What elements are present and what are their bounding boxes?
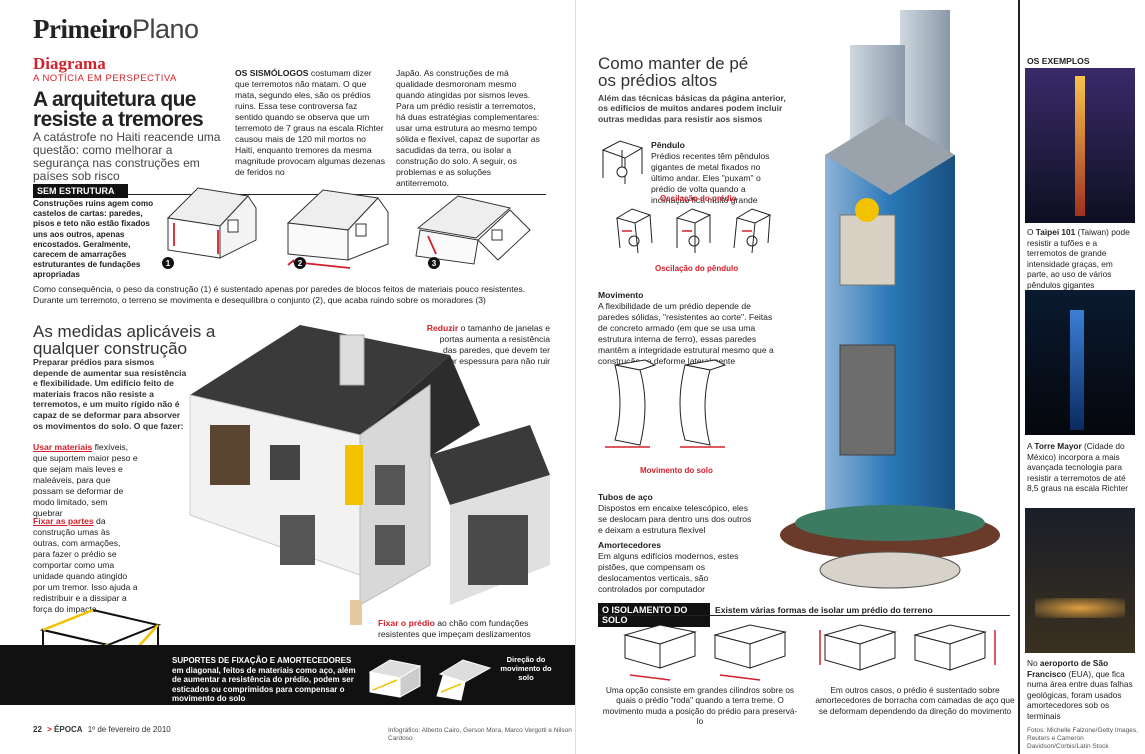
annot-usar: Usar materiais flexíveis, que suportem m… xyxy=(33,442,138,519)
osc-predio-label: Oscilação do prédio xyxy=(660,194,737,203)
tubos-block: Tubos de aço Dispostos em encaixe telesc… xyxy=(598,492,758,536)
medidas-title-line1: As medidas aplicáveis a xyxy=(33,322,216,341)
headline-lead: A catástrofe no Haiti reacende uma quest… xyxy=(33,130,221,183)
section-light: Plano xyxy=(131,14,199,44)
annot-fixar-text: da construção umas às outras, com armaçõ… xyxy=(33,516,138,614)
sidebar-rule xyxy=(1018,0,1020,754)
consequence-text: Como consequência, o peso da construção … xyxy=(33,284,526,305)
caption-torre-pre: A xyxy=(1027,441,1035,451)
pendulum-icon xyxy=(601,140,644,184)
collapse-sequence-illustration: 1 2 3 xyxy=(162,187,531,269)
infographic-credits: Infográfico: Alberto Cairo, Gerson Mora,… xyxy=(388,727,572,742)
issue-date: 1º de fevereiro de 2010 xyxy=(87,725,171,734)
step-1: 1 xyxy=(166,259,171,268)
caption-taipei-pre: O xyxy=(1027,227,1036,237)
annot-reduzir: Reduzir o tamanho de janelas e portas au… xyxy=(425,323,550,367)
section-bold: Primeiro xyxy=(33,14,132,44)
page-number: 22 xyxy=(33,725,42,734)
shear-wall-diagram xyxy=(605,359,727,448)
annot-fixar-predio: Fixar o prédio ao chão com fundações res… xyxy=(378,618,553,640)
osc-pendulo-label: Oscilação do pêndulo xyxy=(655,264,739,273)
isol-cap1: Uma opção consiste em grandes cilindros … xyxy=(602,685,798,727)
oscillation-diagram xyxy=(615,208,772,254)
amort-block: Amortecedores Em alguns edifícios modern… xyxy=(598,540,743,595)
amort-text: Em alguns edifícios modernos, estes pist… xyxy=(598,551,739,594)
caption-torre-text: (Cidade do México) incorpora a mais avan… xyxy=(1027,441,1129,493)
sem-estrutura-text: Construções ruins agem como castelos de … xyxy=(33,199,154,280)
caption-torre-name: Torre Mayor xyxy=(1034,441,1082,451)
suportes-illustration xyxy=(368,659,492,701)
caption-sao-francisco: No aeroporto de São Francisco (EUA), que… xyxy=(1027,658,1135,721)
annot-reduzir-text: o tamanho de janelas e portas aumenta a … xyxy=(435,323,550,366)
step-3: 3 xyxy=(432,259,437,268)
sem-estrutura-bar: SEM ESTRUTURA xyxy=(33,184,128,198)
publication-name: ÉPOCA xyxy=(54,725,83,734)
annot-usar-text: flexíveis, que suportem maior peso e que… xyxy=(33,442,138,518)
isolation-diagram xyxy=(623,624,996,681)
right-title: Como manter de pé os prédios altos xyxy=(598,55,748,89)
medidas-title: As medidas aplicáveis a qualquer constru… xyxy=(33,323,215,357)
intro-col1-text: costumam dizer que terremotos não matam.… xyxy=(235,68,386,177)
caption-taipei: O Taipei 101 (Taiwan) pode resistir a tu… xyxy=(1027,227,1135,290)
headline-line1: A arquitetura que xyxy=(33,88,196,111)
photo-credits: Fotos: Michelle Falzone/Getty Images, Re… xyxy=(1027,727,1138,750)
pendulo-text: Prédios recentes têm pêndulos gigantes d… xyxy=(651,151,770,205)
intro-lead-word: OS SISMÓLOGOS xyxy=(235,68,309,78)
caption-sf-text: (EUA), que fica numa área entre duas fal… xyxy=(1027,668,1133,721)
isolamento-sub: Existem várias formas de isolar um prédi… xyxy=(715,605,933,615)
tubos-heading: Tubos de aço xyxy=(598,492,653,502)
footer-left: 22 > ÉPOCA 1º de fevereiro de 2010 xyxy=(33,725,171,734)
section-header: PrimeiroPlano xyxy=(33,14,199,45)
caption-taipei-name: Taipei 101 xyxy=(1035,227,1076,237)
tubos-text: Dispostos em encaixe telescópico, eles s… xyxy=(598,503,752,535)
headline-title: A arquitetura que resiste a tremores xyxy=(33,88,204,131)
medidas-title-line2: qualquer construção xyxy=(33,339,188,358)
diagram-label: Diagrama xyxy=(33,54,106,73)
movimento-text: A flexibilidade de um prédio depende de … xyxy=(598,301,774,366)
house-illustration xyxy=(189,325,550,625)
suportes-band xyxy=(0,645,575,705)
intro-col2: Japão. As construções de má qualidade de… xyxy=(396,68,540,188)
caption-sf-pre: No xyxy=(1027,658,1040,668)
mov-solo-label: Movimento do solo xyxy=(640,466,713,475)
photo-taipei xyxy=(1025,68,1135,223)
annot-fixar: Fixar as partes da construção umas às ou… xyxy=(33,516,138,615)
isol-cap2: Em outros casos, o prédio é sustentado s… xyxy=(815,685,1015,716)
movimento-heading: Movimento xyxy=(598,290,644,300)
right-sub: Além das técnicas básicas da página ante… xyxy=(598,93,786,124)
intro-col1: OS SISMÓLOGOS costumam dizer que terremo… xyxy=(235,68,385,178)
pendulo-heading: Pêndulo xyxy=(651,140,685,150)
pendulo-block: Pêndulo Prédios recentes têm pêndulos gi… xyxy=(651,140,783,206)
annot-reduzir-heading: Reduzir xyxy=(426,323,459,333)
exemplos-title: OS EXEMPLOS xyxy=(1027,56,1090,66)
right-title-line2: os prédios altos xyxy=(598,71,718,90)
page-gutter xyxy=(575,0,576,754)
annot-fixar-predio-heading: Fixar o prédio xyxy=(378,618,435,628)
isolamento-rule xyxy=(598,615,1010,616)
photo-sao-francisco xyxy=(1025,508,1135,653)
annot-fixar-predio-text: ao chão com fundações resistentes que im… xyxy=(378,618,531,639)
movimento-block: Movimento A flexibilidade de um prédio d… xyxy=(598,290,783,367)
amort-heading: Amortecedores xyxy=(598,540,662,550)
suportes-text: SUPORTES DE FIXAÇÃO E AMORTECEDORES em d… xyxy=(172,656,356,704)
caption-torre-mayor: A Torre Mayor (Cidade do México) incorpo… xyxy=(1027,441,1135,494)
headline-line2: resiste a tremores xyxy=(33,108,204,131)
right-title-line1: Como manter de pé xyxy=(598,54,749,73)
photo-torre-mayor xyxy=(1025,290,1135,435)
annot-usar-heading: Usar materiais xyxy=(33,442,93,452)
perspective-label: A NOTÍCIA EM PERSPECTIVA xyxy=(33,73,177,84)
caption-taipei-text: (Taiwan) pode resistir a tufões e a terr… xyxy=(1027,227,1130,290)
caption-sf-name: aeroporto de São Francisco xyxy=(1027,658,1109,679)
step-2: 2 xyxy=(298,259,303,268)
skyscraper-illustration xyxy=(780,10,1000,589)
direcao-label: Direção do movimento do solo xyxy=(500,655,552,682)
annot-fixar-heading: Fixar as partes xyxy=(33,516,94,526)
medidas-intro: Preparar prédios para sismos depende de … xyxy=(33,357,187,431)
